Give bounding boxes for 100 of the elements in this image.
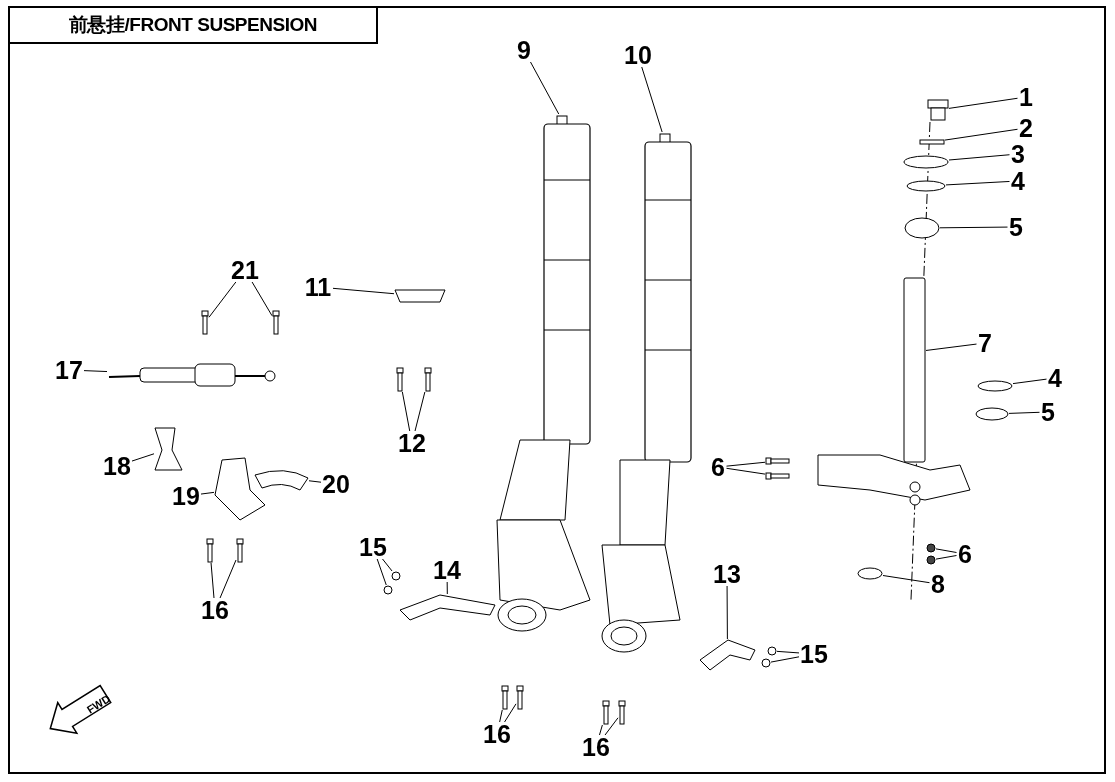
- bolt-drawing: [618, 700, 626, 725]
- leader-line: [131, 453, 155, 462]
- washer-drawing: [383, 585, 393, 595]
- callout-number: 5: [1039, 400, 1057, 424]
- fork-leg-drawing: [599, 132, 693, 654]
- leader-line: [499, 709, 503, 723]
- leader-line: [604, 717, 619, 736]
- title: 前悬挂/FRONT SUSPENSION: [68, 12, 318, 37]
- leader-line: [726, 461, 766, 467]
- leader-line: [208, 281, 237, 318]
- fork-clamp-drawing: [394, 289, 446, 303]
- callout-number: 18: [102, 454, 132, 478]
- leader-line: [939, 226, 1008, 229]
- leader-line: [945, 180, 1010, 186]
- callout-number: 17: [54, 358, 84, 382]
- callout-number: 4: [1046, 366, 1064, 390]
- bracket-drawing: [699, 639, 756, 671]
- leader-line: [935, 548, 957, 553]
- callout-number: 12: [397, 431, 427, 455]
- bolt-drawing: [501, 685, 509, 710]
- leader-line: [641, 66, 663, 133]
- bolt-drawing: [201, 310, 209, 335]
- leader-line: [948, 154, 1010, 161]
- nut-drawing: [903, 155, 949, 169]
- callout-number: 4: [1009, 169, 1027, 193]
- callout-number: 16: [581, 735, 611, 759]
- leader-line: [414, 391, 426, 432]
- bolt-drawing: [424, 367, 432, 392]
- bolt-drawing: [272, 310, 280, 335]
- callout-number: 3: [1009, 142, 1027, 166]
- washer-drawing: [919, 139, 945, 145]
- bolt-drawing: [765, 457, 790, 465]
- callout-number: 10: [623, 43, 653, 67]
- steering-stem-drawing: [903, 277, 926, 463]
- leader-line: [382, 558, 393, 572]
- leader-line: [948, 97, 1018, 109]
- bolt-drawing: [602, 700, 610, 725]
- callout-number: 14: [432, 558, 462, 582]
- callout-number: 2: [1017, 116, 1035, 140]
- bearing-drawing: [904, 217, 940, 239]
- damper-mount-drawing: [154, 427, 183, 471]
- bolt-drawing: [765, 472, 790, 480]
- bolt-drawing: [206, 538, 214, 563]
- damper-bracket-drawing: [214, 457, 266, 521]
- leader-line: [251, 281, 273, 317]
- callout-number: 8: [929, 572, 947, 596]
- callout-number: 15: [358, 535, 388, 559]
- washer-drawing: [767, 646, 777, 656]
- steering-damper-drawing: [107, 363, 277, 387]
- callout-number: 16: [482, 722, 512, 746]
- bracket-drawing: [399, 594, 496, 621]
- leader-line: [504, 703, 517, 723]
- leader-line: [726, 467, 766, 475]
- leader-line: [944, 128, 1018, 141]
- leader-line: [770, 656, 800, 663]
- bearing-drawing: [975, 407, 1009, 421]
- leader-line: [332, 287, 395, 295]
- washer-drawing: [391, 571, 401, 581]
- callout-number: 6: [956, 542, 974, 566]
- leader-line: [219, 559, 237, 599]
- leader-line: [210, 562, 215, 599]
- washer-drawing: [761, 658, 771, 668]
- leader-line: [1008, 411, 1040, 414]
- nut-drawing: [926, 555, 936, 565]
- callout-number: 9: [515, 38, 533, 62]
- callout-number: 13: [712, 562, 742, 586]
- bolt-drawing: [236, 538, 244, 563]
- direction-label: FWD: [83, 691, 114, 718]
- leader-line: [308, 480, 322, 483]
- callout-number: 6: [709, 455, 727, 479]
- leader-line: [935, 555, 957, 560]
- callout-number: 21: [230, 258, 260, 282]
- leader-line: [530, 61, 560, 115]
- callout-number: 5: [1007, 215, 1025, 239]
- leader-line: [882, 575, 930, 584]
- ring-drawing: [906, 180, 946, 192]
- leader-line: [200, 491, 215, 495]
- nut-drawing: [857, 567, 883, 580]
- bolt-drawing: [516, 685, 524, 710]
- cap-bolt-drawing: [927, 99, 949, 121]
- leader-line: [376, 558, 387, 586]
- leader-line: [776, 650, 800, 654]
- nut-drawing: [926, 543, 936, 553]
- leader-line: [925, 343, 977, 351]
- callout-number: 16: [200, 598, 230, 622]
- callout-number: 11: [303, 275, 333, 299]
- callout-number: 7: [976, 331, 994, 355]
- leader-line: [401, 391, 411, 432]
- callout-number: 20: [321, 472, 351, 496]
- leader-line: [446, 581, 448, 595]
- callout-number: 1: [1017, 85, 1035, 109]
- callout-number: 15: [799, 642, 829, 666]
- leader-line: [726, 585, 728, 640]
- fork-leg-drawing: [494, 114, 594, 634]
- leader-line: [1012, 378, 1047, 385]
- callout-number: 19: [171, 484, 201, 508]
- bolt-drawing: [396, 367, 404, 392]
- ring-drawing: [977, 380, 1013, 392]
- leader-line: [599, 724, 603, 736]
- leader-line: [83, 370, 108, 373]
